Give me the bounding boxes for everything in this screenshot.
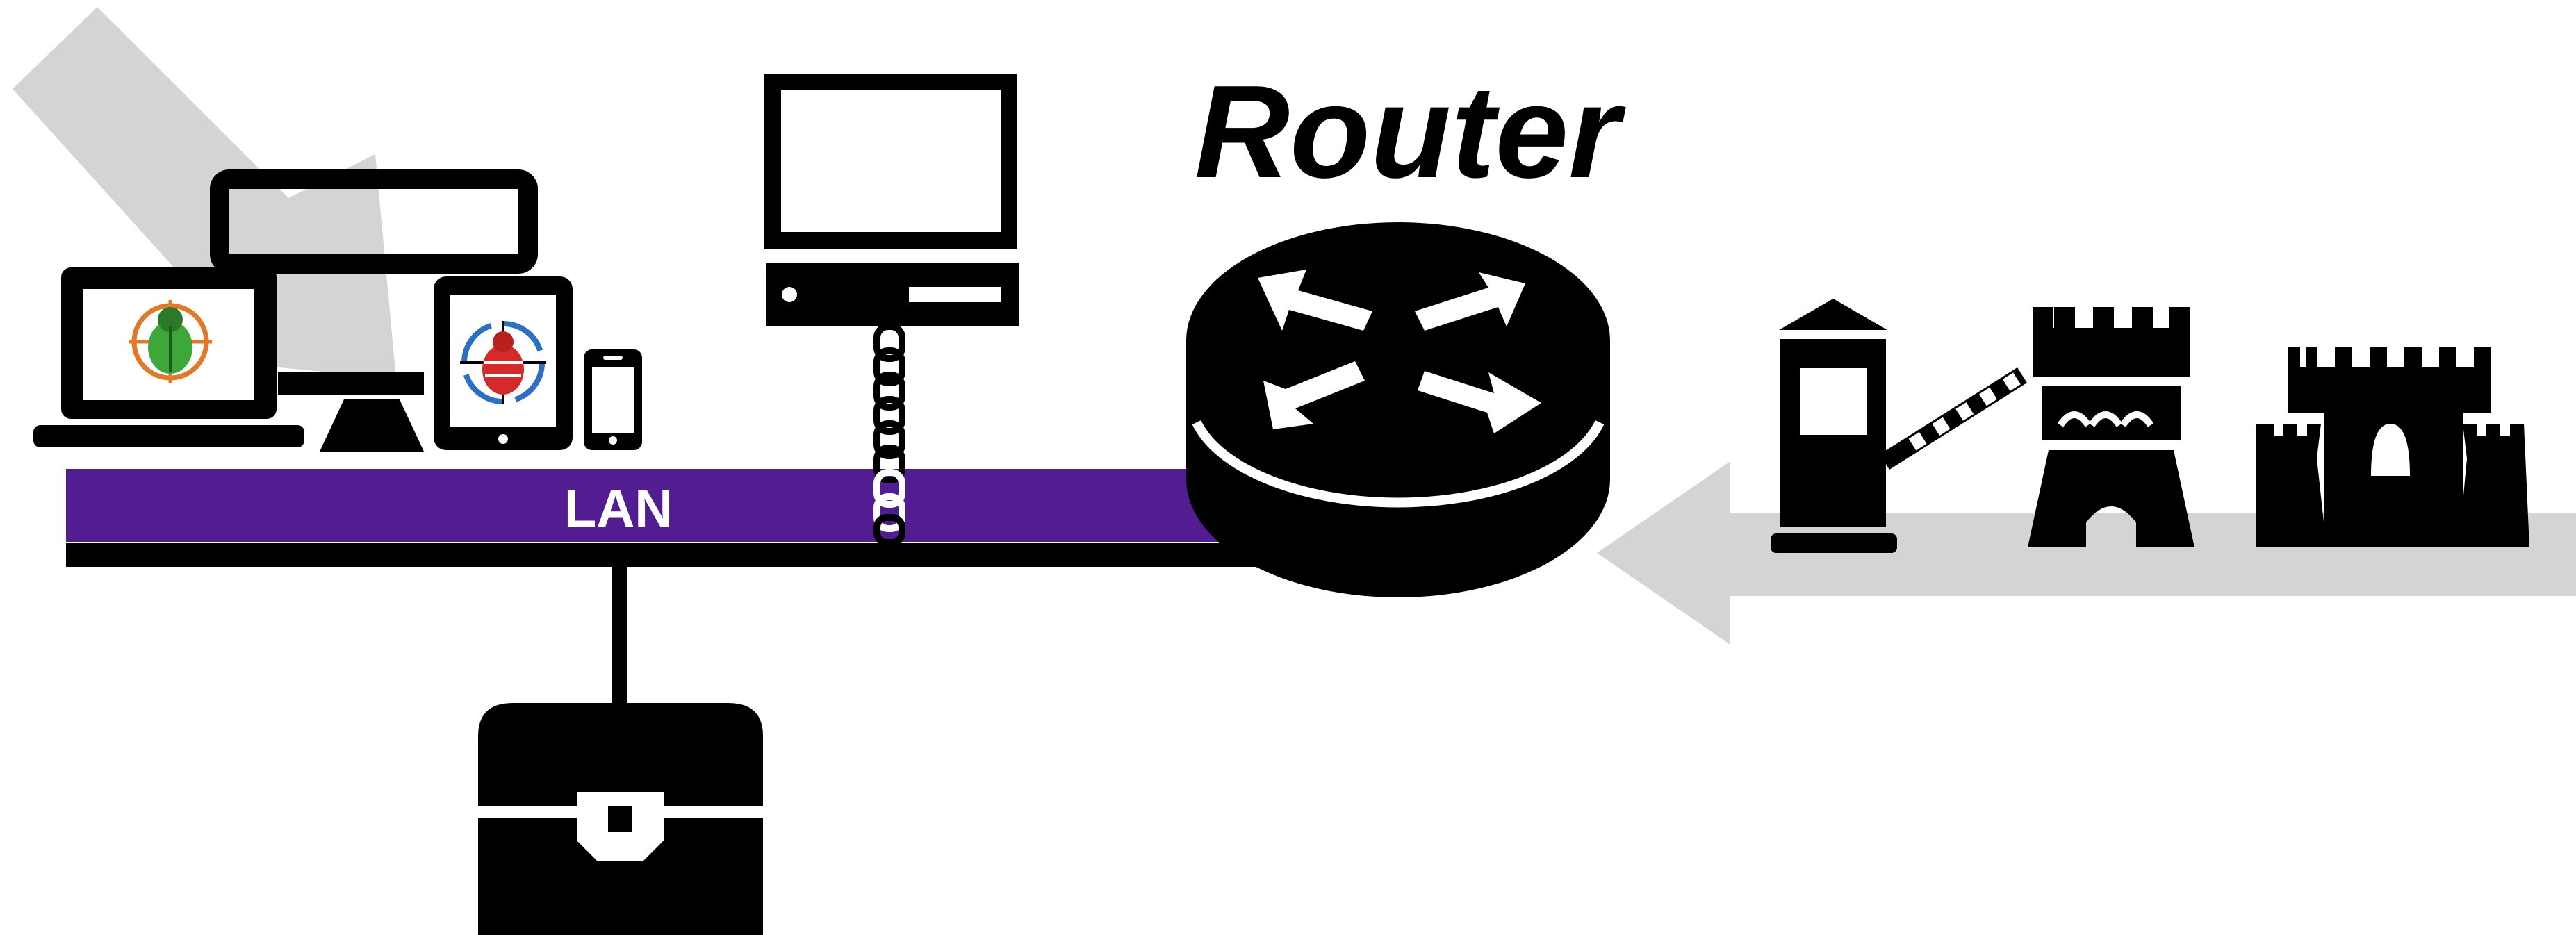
lan-bar: LAN (66, 469, 1324, 567)
router-icon (1186, 222, 1610, 597)
router-label: Router (1195, 58, 1626, 206)
lan-drop-line (612, 567, 627, 706)
barrier-gate-icon (1885, 375, 2022, 462)
lan-label: LAN (564, 479, 673, 538)
castle-icon (2256, 347, 2529, 547)
treasure-chest-icon (478, 703, 763, 935)
server-icon (766, 82, 1019, 326)
smartphone-icon (584, 349, 642, 450)
guard-booth-icon (1771, 299, 1897, 553)
castle-tower-icon (2028, 307, 2194, 547)
